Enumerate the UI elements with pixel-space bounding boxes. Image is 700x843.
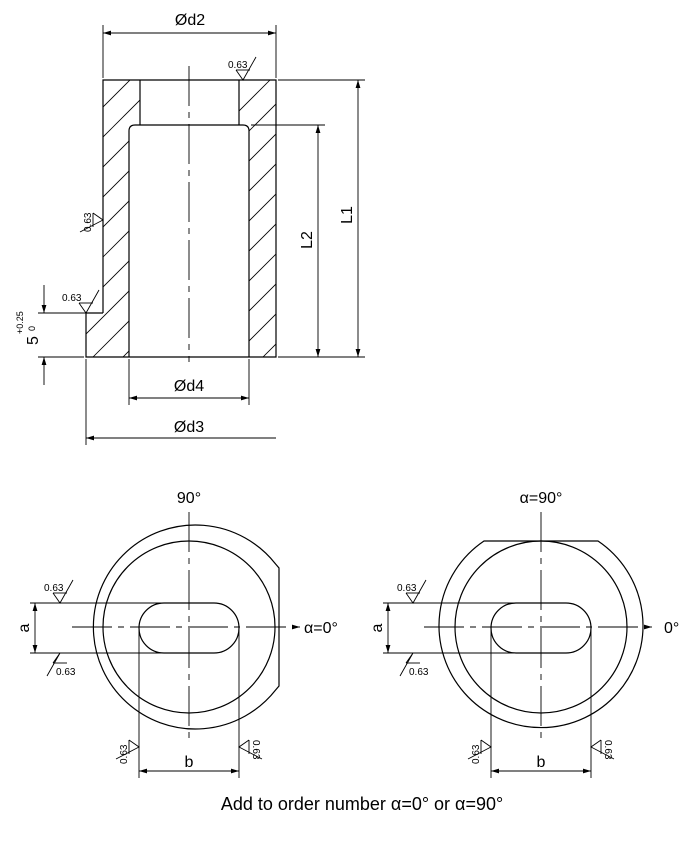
L1-label: L1 [339, 206, 356, 224]
hatch-right [239, 80, 276, 357]
roughness-b-right-left: 0.63 [238, 739, 263, 760]
d4-label: Ød4 [174, 378, 204, 395]
svg-text:0.63: 0.63 [83, 212, 94, 232]
outer-outline [85, 79, 277, 358]
svg-text:+0.25: +0.25 [15, 311, 25, 334]
b-label-right: b [537, 754, 546, 771]
roughness-a-top-right: 0.63 [397, 579, 427, 604]
roughness-symbol-step: 0.63 [62, 289, 100, 314]
d3-label: Ød3 [174, 419, 204, 436]
roughness-symbol-side: 0.63 [79, 212, 104, 233]
roughness-a-top-left: 0.63 [44, 579, 74, 604]
svg-text:0.63: 0.63 [119, 744, 130, 764]
svg-text:0.63: 0.63 [62, 293, 82, 304]
svg-text:0.63: 0.63 [250, 740, 261, 760]
svg-text:0.63: 0.63 [397, 583, 417, 594]
alpha-0-label: α=0° [304, 620, 338, 637]
angle-90-label: 90° [177, 490, 201, 507]
roughness-a-bottom-left: 0.63 [46, 652, 76, 678]
b-label-left: b [185, 754, 194, 771]
top-view-alpha-0: a b 90° α=0° 0.63 0.63 0.63 0.63 [16, 490, 338, 778]
svg-text:0.63: 0.63 [44, 583, 64, 594]
outer-contour-right [438, 540, 644, 729]
outer-contour-left [92, 524, 280, 730]
svg-text:0.63: 0.63 [409, 667, 429, 678]
roughness-b-right-right: 0.63 [590, 739, 615, 760]
roughness-b-left: 0.63 [115, 739, 140, 764]
section-view: Ød2 L1 L2 Ød4 Ød3 5 +0.25 0 0.63 0.63 0.… [15, 12, 365, 445]
d2-label: Ød2 [175, 12, 205, 29]
svg-text:0.63: 0.63 [602, 740, 613, 760]
svg-text:0.63: 0.63 [471, 744, 482, 764]
L2-label: L2 [299, 231, 316, 249]
hatch-left [86, 80, 140, 357]
roughness-a-bottom-right: 0.63 [399, 652, 429, 678]
a-label-left: a [16, 623, 33, 632]
svg-text:5: 5 [25, 336, 42, 345]
svg-text:0.63: 0.63 [56, 667, 76, 678]
roughness-symbol-top: 0.63 [228, 56, 257, 81]
order-note-caption: Add to order number α=0° or α=90° [221, 794, 503, 814]
roughness-b-right: 0.63 [467, 739, 492, 764]
svg-text:0.63: 0.63 [228, 60, 248, 71]
top-view-alpha-90: a b α=90° 0° 0.63 0.63 0.63 0.63 [369, 490, 679, 778]
svg-text:0: 0 [27, 326, 37, 331]
alpha-90-label: α=90° [520, 490, 563, 507]
a-label-right: a [369, 623, 386, 632]
height-tolerance: 5 +0.25 0 [15, 311, 42, 345]
angle-0-label: 0° [664, 620, 679, 637]
